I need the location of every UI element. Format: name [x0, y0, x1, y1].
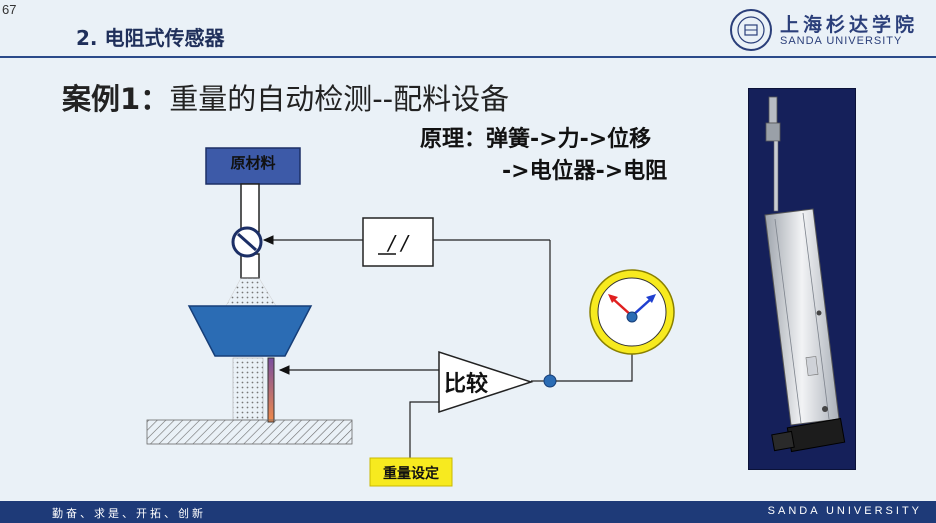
raw-material-label: 原材料	[230, 154, 275, 172]
case-title-text: 重量的自动检测--配料设备	[169, 82, 510, 116]
seal-icon	[730, 9, 772, 51]
falling-material	[225, 277, 277, 307]
logo-english-name: SANDA UNIVERSITY	[780, 35, 903, 47]
batching-diagram: 原材料 / / 比较 重量设定	[146, 147, 675, 487]
comparator-label: 比较	[444, 371, 488, 397]
meter-needle-blue-tip	[646, 294, 656, 303]
feed-pipe	[240, 183, 260, 233]
feed-pipe-lower	[240, 253, 260, 279]
weight-setting-label: 重量设定	[383, 465, 439, 482]
comparator-triangle	[438, 350, 534, 414]
weight-setting-tag	[369, 457, 453, 487]
meter-needle-red-tip	[608, 294, 618, 303]
hopper-funnel	[187, 305, 313, 357]
principle-text: 原理：弹簧->力->位移 ->电位器->电阻	[420, 124, 667, 188]
amplifier-symbol: / /	[386, 231, 410, 255]
footer-bar: 勤奋、求是、开拓、创新 SANDA UNIVERSITY	[0, 501, 936, 523]
potentiometer-rod	[267, 357, 275, 423]
spring-column	[232, 357, 264, 421]
case-title: 案例1：重量的自动检测--配料设备	[62, 76, 509, 118]
amplifier-box	[362, 217, 434, 267]
meter-pivot	[626, 311, 638, 323]
valve-bar	[237, 232, 257, 252]
junction-node	[543, 374, 557, 388]
meter-wire	[556, 354, 633, 382]
principle-line-1: 原理：弹簧->力->位移	[420, 127, 652, 152]
logo-chinese-name: 上海杉达学院	[780, 14, 919, 36]
footer-university: SANDA UNIVERSITY	[767, 505, 922, 517]
displacement-sensor-image	[764, 96, 846, 453]
section-title: 2. 电阻式传感器	[76, 26, 225, 50]
page-number: 67	[2, 2, 17, 17]
linear-potentiometer-photo	[748, 88, 856, 470]
university-logo: 上海杉达学院 SANDA UNIVERSITY	[728, 8, 928, 52]
weight-setting-wire	[409, 401, 439, 458]
ground-base	[146, 419, 353, 445]
principle-line-2: ->电位器->电阻	[502, 159, 668, 184]
case-title-prefix: 案例1：	[62, 82, 170, 116]
footer-motto: 勤奋、求是、开拓、创新	[52, 507, 206, 520]
header-divider	[0, 56, 936, 58]
